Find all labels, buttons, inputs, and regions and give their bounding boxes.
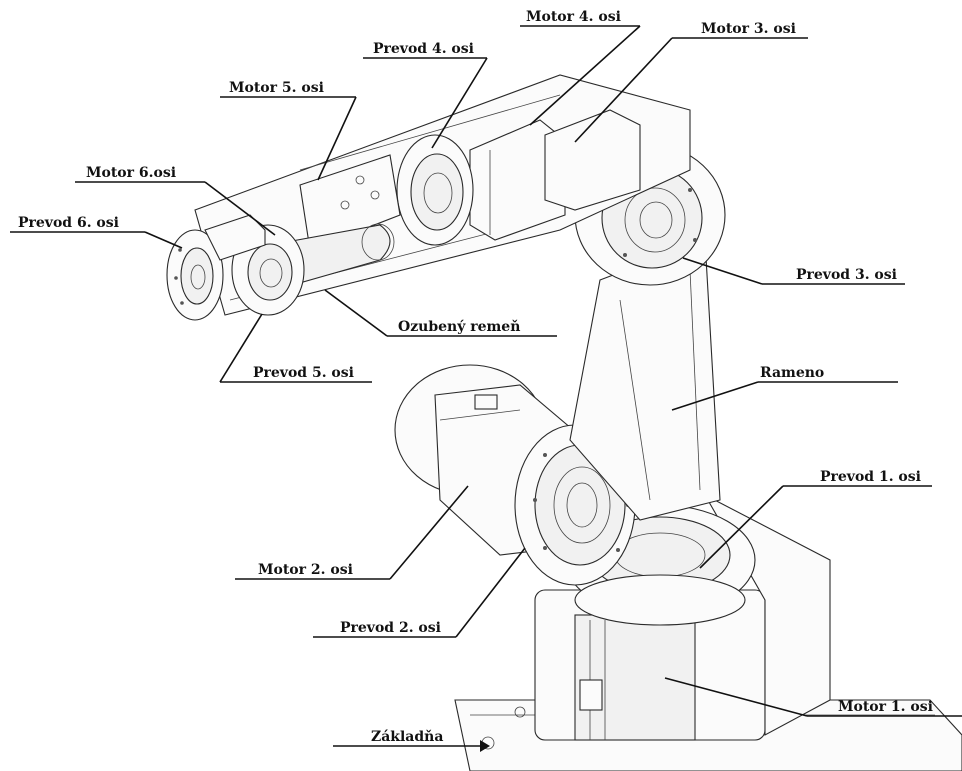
axis4-motor [469, 119, 566, 241]
labels: Motor 4. osi Motor 3. osi Prevod 4. osi … [18, 9, 933, 745]
label-prevod-4: Prevod 4. osi [373, 41, 474, 57]
axis4-gear [396, 134, 474, 246]
label-prevod-2: Prevod 2. osi [340, 620, 441, 636]
axis5-motor [299, 154, 401, 251]
label-motor-2: Motor 2. osi [258, 562, 353, 578]
label-motor-6: Motor 6.osi [86, 165, 176, 181]
label-motor-1: Motor 1. osi [838, 699, 933, 715]
leader-lines [10, 25, 962, 752]
label-rameno: Rameno [760, 365, 824, 381]
label-zakladna: Základňa [371, 729, 443, 745]
base-column [534, 493, 831, 741]
label-ozubeny-remen: Ozubený remeň [398, 318, 520, 335]
label-motor-4: Motor 4. osi [526, 9, 621, 25]
axis3-motor [544, 109, 641, 211]
axis2-motor [394, 364, 586, 556]
robot-drawing [166, 74, 962, 771]
label-motor-5: Motor 5. osi [229, 80, 324, 96]
axis6-motor [204, 214, 266, 261]
label-prevod-1: Prevod 1. osi [820, 469, 921, 485]
label-motor-3: Motor 3. osi [701, 21, 796, 37]
label-prevod-5: Prevod 5. osi [253, 365, 354, 381]
label-prevod-6: Prevod 6. osi [18, 215, 119, 231]
axis6-flange [166, 229, 224, 321]
label-prevod-3: Prevod 3. osi [796, 267, 897, 283]
